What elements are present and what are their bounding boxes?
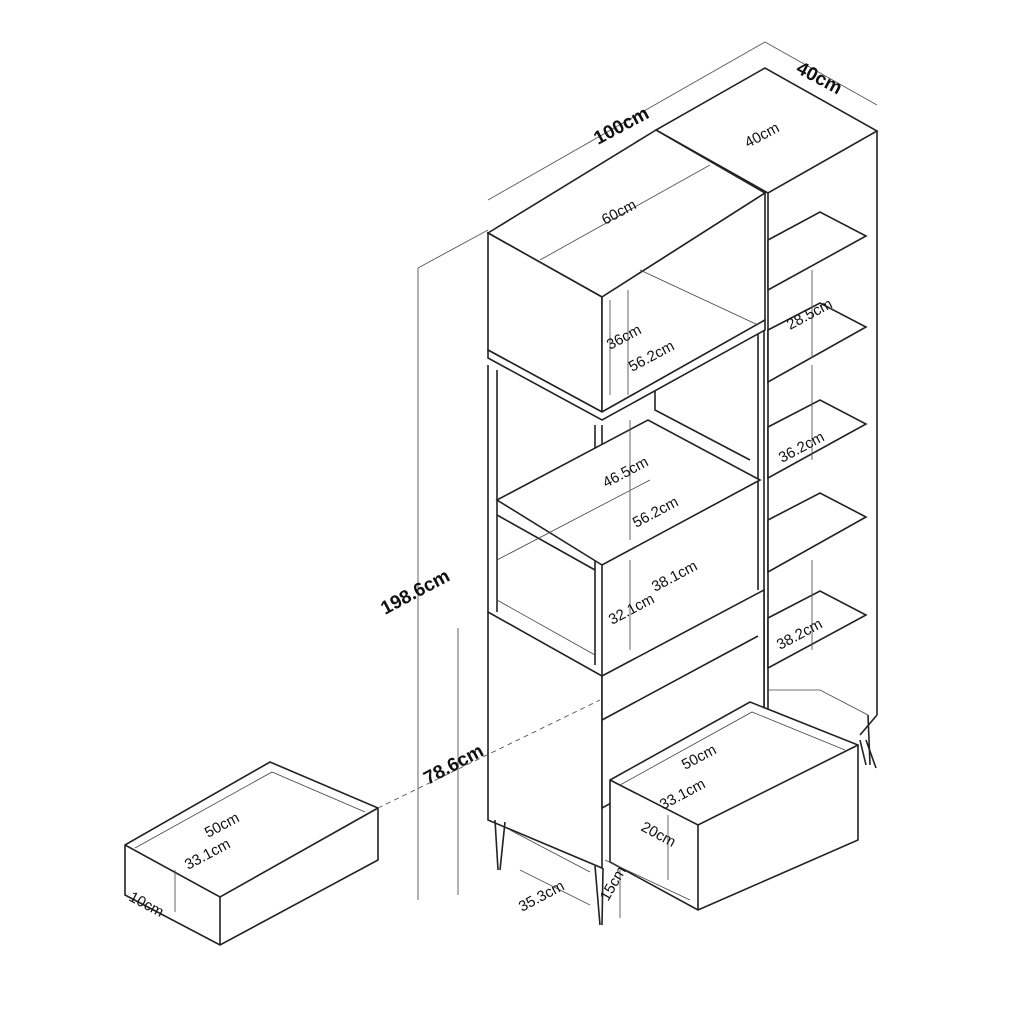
label-leg-height: 15cm <box>597 864 630 904</box>
label-leg-depth: 35.3cm <box>516 877 567 915</box>
right-shelf-column <box>654 67 879 769</box>
right-shelves <box>767 211 869 716</box>
label-base-height: 78.6cm <box>420 741 487 790</box>
right-drawer <box>604 701 859 911</box>
dimension-lines <box>174 41 878 918</box>
label-lower-frame-height: 32.1cm <box>606 590 657 628</box>
label-lower-frame-depth: 38.1cm <box>649 557 700 595</box>
left-drawer <box>124 761 379 946</box>
label-total-height: 198.6cm <box>377 566 453 620</box>
open-frame <box>487 325 762 676</box>
top-box <box>486 129 767 421</box>
base-cabinet <box>487 588 765 926</box>
